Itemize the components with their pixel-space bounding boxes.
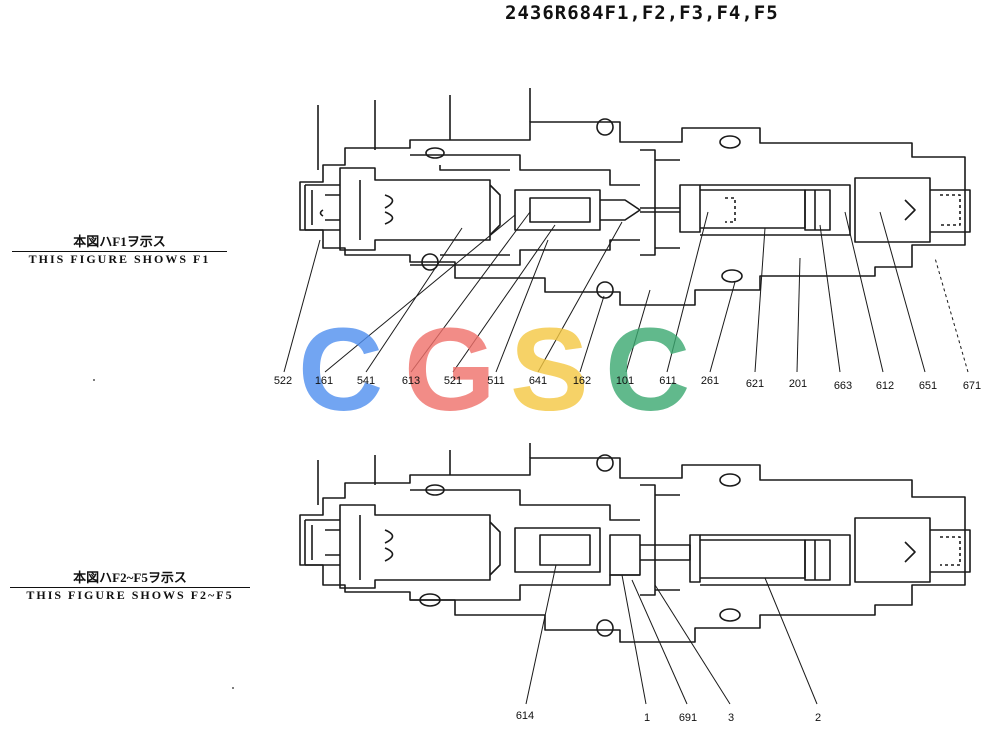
- part-label: 691: [679, 712, 697, 724]
- part-label: 261: [701, 375, 719, 387]
- watermark-letter-s: S: [510, 304, 589, 436]
- part-label: 101: [616, 375, 634, 387]
- leaders-bottom: [525, 564, 818, 705]
- part-label: 641: [529, 375, 547, 387]
- part-label: 613: [402, 375, 420, 387]
- part-label: 663: [834, 380, 852, 392]
- part-label: 621: [746, 378, 764, 390]
- assembly-f2-f5: [299, 443, 971, 643]
- caption-top: 本図ハF1ヲ示ス THIS FIGURE SHOWS F1: [12, 231, 227, 267]
- assembly-f1: [299, 88, 971, 306]
- part-labels-top: 522 161 541 613 521 511 641 162 101 611 …: [274, 375, 981, 392]
- part-label: 611: [659, 375, 677, 387]
- watermark-letter-g: G: [404, 304, 496, 436]
- part-label: 201: [789, 378, 807, 390]
- caption-bottom-en: THIS FIGURE SHOWS F2~F5: [26, 588, 234, 602]
- part-label: 521: [444, 375, 462, 387]
- part-label: 161: [315, 375, 333, 387]
- part-labels-bottom: 614 1 691 3 2: [516, 710, 821, 724]
- watermark-letter-c1: C: [298, 304, 383, 436]
- part-label: 1: [644, 712, 650, 724]
- caption-bottom-jp: 本図ハF2~F5ヲ示ス: [10, 567, 250, 588]
- part-label: 511: [487, 375, 505, 387]
- part-label: 522: [274, 375, 292, 387]
- caption-bottom: 本図ハF2~F5ヲ示ス THIS FIGURE SHOWS F2~F5: [10, 567, 250, 603]
- part-label: 612: [876, 380, 894, 392]
- part-label: 162: [573, 375, 591, 387]
- part-label: 541: [357, 375, 375, 387]
- watermark-letter-c2: C: [605, 304, 690, 436]
- caption-top-jp: 本図ハF1ヲ示ス: [12, 231, 227, 252]
- part-label: 2: [815, 712, 821, 724]
- drawing-title: 2436R684F1,F2,F3,F4,F5: [505, 2, 779, 24]
- part-label: 671: [963, 380, 981, 392]
- caption-top-en: THIS FIGURE SHOWS F1: [28, 252, 211, 266]
- part-label: 651: [919, 380, 937, 392]
- watermark: C G S C: [298, 304, 690, 436]
- part-label: 614: [516, 710, 534, 722]
- part-label: 3: [728, 712, 734, 724]
- leaders-top: [283, 211, 969, 373]
